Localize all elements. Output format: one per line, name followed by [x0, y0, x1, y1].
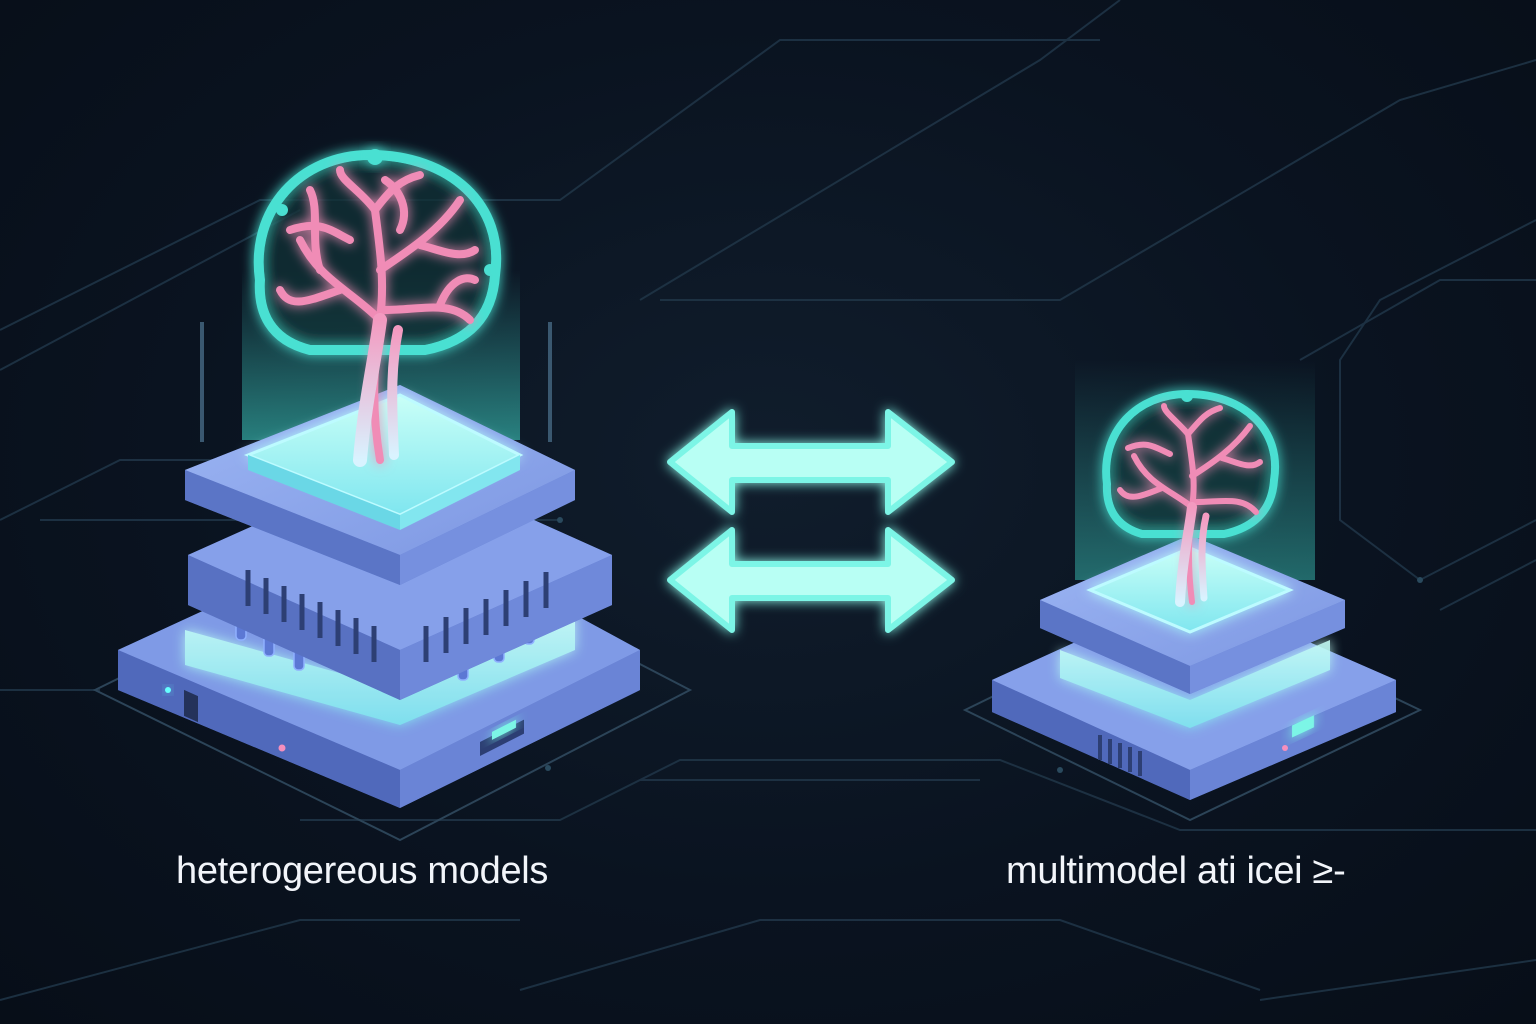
arrow-top — [667, 409, 955, 515]
label-multimodel: multimodel ati icei ≥- — [1006, 850, 1346, 892]
arrow-bottom — [667, 527, 955, 633]
label-heterogeneous-models: heterogereous models — [176, 850, 549, 892]
